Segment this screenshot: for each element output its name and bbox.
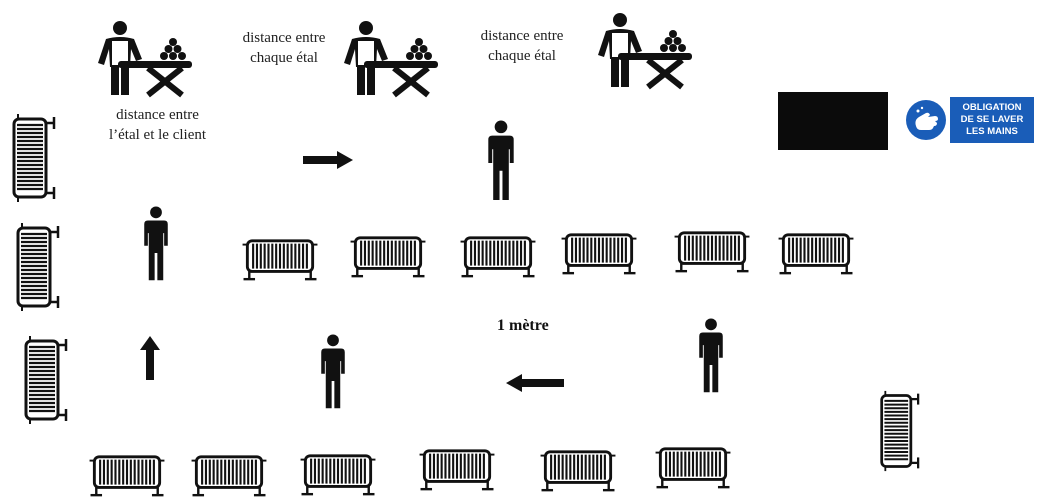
person-icon xyxy=(318,334,348,410)
label-one-metre: 1 mètre xyxy=(497,317,549,334)
label-stall-client-distance: distance entre l’étal et le client xyxy=(108,107,207,143)
barrier-icon xyxy=(775,229,857,277)
person-icon xyxy=(141,206,171,282)
barrier-icon xyxy=(671,227,753,275)
label-stall-distance: distance entre chaque étal xyxy=(242,30,326,66)
barrier-icon xyxy=(457,232,539,280)
handwash-icon xyxy=(906,100,946,140)
handwash-sign-line: LES MAINS xyxy=(966,126,1018,137)
barrier-icon xyxy=(874,390,924,472)
barrier-icon xyxy=(416,445,498,493)
arrow-left-icon xyxy=(506,374,564,392)
arrow-right-icon xyxy=(303,151,353,169)
barrier-icon xyxy=(652,443,734,491)
vendor-stall-icon xyxy=(598,10,698,92)
person-icon xyxy=(696,318,726,394)
barrier-icon xyxy=(12,222,62,312)
barrier-icon xyxy=(8,113,58,203)
handwash-sign-line: OBLIGATION xyxy=(962,102,1022,113)
arrow-up-icon xyxy=(140,336,160,380)
handwash-sign-line: DE SE LAVER xyxy=(960,114,1024,125)
barrier-icon xyxy=(188,451,270,499)
vendor-stall-icon xyxy=(98,18,198,100)
vendor-stall-icon xyxy=(344,18,444,100)
handwash-sign: OBLIGATION DE SE LAVER LES MAINS xyxy=(950,97,1034,143)
barrier-icon xyxy=(86,451,168,499)
person-icon xyxy=(486,120,516,202)
barrier-icon xyxy=(347,232,429,280)
barrier-icon xyxy=(239,235,321,283)
label-stall-distance: distance entre chaque étal xyxy=(480,28,564,64)
barrier-icon xyxy=(297,450,379,498)
barrier-icon xyxy=(537,446,619,494)
black-panel xyxy=(778,92,888,150)
barrier-icon xyxy=(20,335,70,425)
barrier-icon xyxy=(558,229,640,277)
